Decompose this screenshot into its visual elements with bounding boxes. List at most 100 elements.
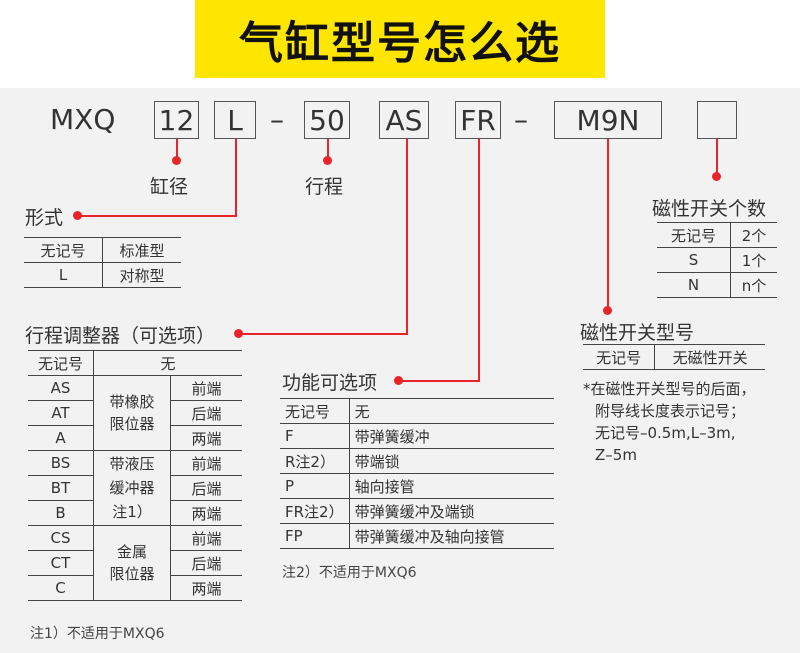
table-cell: 前端 (170, 375, 242, 401)
switch-model-note: *在磁性开关型号的后面， 附导线长度表示记号； 无记号–0.5m,L–3m, Z… (583, 378, 756, 466)
adjuster-code-box: AS (379, 101, 429, 139)
connector-dot (73, 211, 82, 220)
table-cell: n个 (730, 272, 777, 298)
connector-line (406, 139, 408, 334)
table-row: 无记号 无 (28, 350, 242, 376)
table-row: C 两端 (28, 575, 242, 601)
dash-separator: – (514, 103, 528, 136)
connector-dot (323, 156, 332, 165)
stroke-code-box: 50 (304, 101, 350, 139)
switch-model-table: 无记号 无磁性开关 (583, 344, 765, 370)
table-cell: FP (280, 523, 350, 549)
table-row: P 轴向接管 (280, 473, 554, 499)
table-cell: 无 (93, 350, 242, 376)
switch-model-code-box: M9N (554, 101, 662, 139)
table-cell: F (280, 423, 350, 449)
table-cell: 2个 (730, 222, 777, 248)
table-cell: CT (28, 550, 94, 576)
table-row: A 两端 (28, 425, 242, 451)
table-row: FP 带弹簧缓冲及轴向接管 (280, 523, 554, 549)
table-cell: R注2） (280, 448, 350, 474)
function-label: 功能可选项 (282, 372, 378, 394)
group-name-line: 缓冲器 (109, 479, 155, 497)
adjuster-footnote: 注1）不适用于MXQ6 (30, 626, 165, 642)
table-cell: 无记号 (24, 237, 103, 263)
table-cell: 前端 (170, 525, 242, 551)
connector-line (239, 333, 408, 335)
connector-line (176, 139, 178, 161)
group-name-cell: 带液压 缓冲器 注1） (93, 450, 171, 526)
connector-line (78, 215, 237, 217)
table-cell: A (28, 425, 94, 451)
table-cell: 后端 (170, 400, 242, 426)
table-row: F 带弹簧缓冲 (280, 423, 554, 449)
dash-separator: – (270, 103, 284, 136)
form-table: 无记号 标准型 L 对称型 (24, 237, 181, 288)
note-line: 附导线长度表示记号； (595, 402, 746, 420)
page-title: 气缸型号怎么选 (239, 18, 561, 69)
group-name-cell: 金属 限位器 (93, 525, 171, 601)
connector-dot (394, 376, 403, 385)
function-code-box: FR (455, 101, 501, 139)
table-row: CT 后端 (28, 550, 242, 576)
switch-count-table: 无记号 2个 S 1个 N n个 (657, 222, 777, 298)
function-footnote: 注2）不适用于MXQ6 (282, 565, 417, 581)
switch-count-code-box (697, 101, 737, 139)
table-row: AS 带橡胶 限位器 前端 (28, 375, 242, 451)
table-row: L 对称型 (24, 262, 181, 288)
group-name-cell: 带橡胶 限位器 (93, 375, 171, 451)
group-name-line: 限位器 (109, 415, 155, 433)
table-cell: 轴向接管 (348, 473, 554, 499)
switch-model-label: 磁性开关型号 (580, 322, 695, 344)
table-cell: BS (28, 450, 94, 476)
table-cell: 1个 (730, 247, 777, 273)
group-name-line: 限位器 (109, 565, 155, 583)
table-row: B 两端 (28, 500, 242, 526)
adjuster-table: 无记号 无 AS 带橡胶 限位器 前端 AT 后端 A 两端 BS 带液压 缓冲… (28, 350, 242, 601)
connector-dot (603, 306, 612, 315)
stroke-label: 行程 (305, 176, 344, 198)
table-row: S 1个 (657, 247, 777, 273)
table-cell: 后端 (170, 475, 242, 501)
table-cell: 两端 (170, 425, 242, 451)
table-cell: 无记号 (583, 344, 655, 370)
connector-dot (234, 329, 243, 338)
table-cell: 无 (348, 398, 554, 424)
table-cell: 两端 (170, 575, 242, 601)
table-cell: B (28, 500, 94, 526)
table-cell: FR注2） (280, 498, 350, 524)
note-line: Z–5m (595, 446, 637, 464)
table-cell: 对称型 (102, 262, 181, 288)
table-row: BS 带液压 缓冲器 注1） 前端 (28, 450, 242, 526)
table-cell: 无记号 (657, 222, 731, 248)
table-cell: 后端 (170, 550, 242, 576)
table-row: CS 金属 限位器 前端 (28, 525, 242, 601)
table-cell: CS (28, 525, 94, 551)
table-cell: AS (28, 375, 94, 401)
table-cell: S (657, 247, 731, 273)
table-cell: N (657, 272, 731, 298)
title-banner: 气缸型号怎么选 (195, 0, 605, 78)
table-row: 无记号 无磁性开关 (583, 344, 765, 370)
group-name-line: 金属 (116, 543, 147, 561)
table-cell: 无记号 (280, 398, 350, 424)
table-row: 无记号 2个 (657, 222, 777, 248)
connector-line (607, 139, 609, 311)
table-cell: 带弹簧缓冲及端锁 (348, 498, 554, 524)
group-name-line: 注1） (112, 503, 152, 521)
table-cell: AT (28, 400, 94, 426)
switch-count-label: 磁性开关个数 (652, 198, 767, 220)
table-cell: 带弹簧缓冲 (348, 423, 554, 449)
connector-line (235, 139, 237, 216)
table-cell: 前端 (170, 450, 242, 476)
table-row: R注2） 带端锁 (280, 448, 554, 474)
table-row: 无记号 标准型 (24, 237, 181, 263)
table-cell: 带端锁 (348, 448, 554, 474)
model-prefix: MXQ (50, 103, 116, 136)
bore-code-box: 12 (154, 101, 199, 139)
table-cell: 无记号 (28, 350, 94, 376)
table-cell: L (24, 262, 103, 288)
function-table: 无记号 无 F 带弹簧缓冲 R注2） 带端锁 P 轴向接管 FR注2） 带弹簧缓… (280, 398, 554, 549)
table-cell: C (28, 575, 94, 601)
note-line: *在磁性开关型号的后面， (583, 380, 756, 398)
